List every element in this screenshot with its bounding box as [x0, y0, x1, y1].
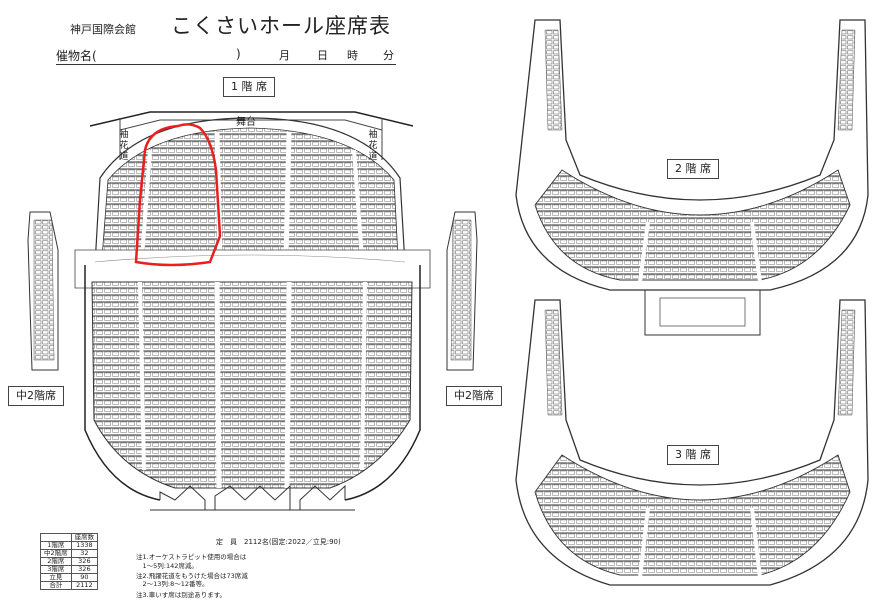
floor3-plan [515, 299, 869, 586]
floor2-plan [515, 19, 869, 336]
mezzanine-right-label: 中2階席 [446, 386, 502, 406]
minute-label: 分 [383, 49, 394, 62]
note-1-detail: 1～5列:142席減。 [136, 562, 198, 570]
day-label: 日 [317, 49, 328, 62]
floor2-label: 2 階 席 [667, 159, 719, 179]
wing-right-label: 袖花道 [368, 130, 378, 162]
venue-name: 神戸国際会館 [70, 23, 136, 36]
wing-left-label: 袖花道 [119, 130, 129, 162]
page-title: こくさいホール座席表 [171, 14, 391, 38]
event-name-label: 催物名( [56, 49, 97, 63]
month-label: 月 [279, 49, 290, 62]
floor1-label: 1 階 席 [223, 77, 275, 97]
mezzanine-left-label: 中2階席 [8, 386, 64, 406]
floor1-plan [27, 111, 478, 511]
stage-label: 舞台 [236, 117, 256, 128]
capacity-row-value: 2112 [70, 581, 99, 590]
note-2: 注2.飛躍花道をもうけた場合は73席減 [136, 572, 248, 580]
capacity-total-note: 定 員 2112名(固定:2022／立見:90) [216, 538, 341, 546]
capacity-table: 座席数 1階席 1338 中2階席 32 2階席 326 3階席 326 立見 … [40, 533, 99, 590]
event-name-paren-close: ) [236, 47, 241, 61]
event-underline [56, 64, 396, 65]
note-2-detail: 2～13列:8～12番等。 [136, 580, 209, 588]
capacity-row-label: 合計 [40, 581, 72, 590]
note-3: 注3.車いす席は別途あります。 [136, 591, 227, 599]
capacity-row: 合計 2112 [40, 581, 99, 590]
floor3-label: 3 階 席 [667, 445, 719, 465]
hour-label: 時 [347, 49, 358, 62]
note-1: 注1.オーケストラピット使用の場合は [136, 553, 247, 561]
